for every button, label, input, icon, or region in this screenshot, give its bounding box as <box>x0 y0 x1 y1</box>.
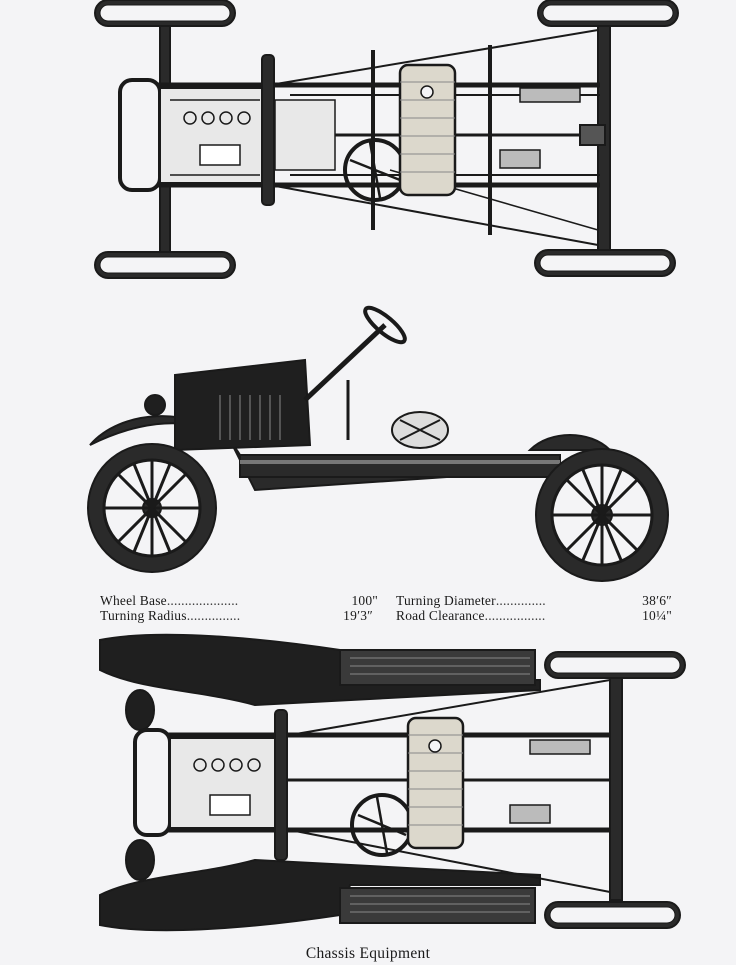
spec-turning-diameter: Turning Diameter.............. <box>396 593 546 608</box>
car-side-view-illustration <box>87 305 669 582</box>
spec-dots: ................. <box>484 608 546 623</box>
specifications-block: Wheel Base.................... 100" Turn… <box>100 593 680 625</box>
chassis-top-view-illustration <box>94 0 679 279</box>
figure-caption: Chassis Equipment <box>305 945 431 962</box>
spec-value-road-clearance: 10¼" <box>642 608 672 623</box>
spec-value-wheel-base: 100" <box>351 593 378 608</box>
spec-value-turning-diameter: 38′6″ <box>642 593 672 608</box>
chassis-underside-view-illustration <box>99 633 686 932</box>
spec-road-clearance: Road Clearance................. <box>396 608 545 623</box>
spec-dots: ............... <box>186 608 241 623</box>
spec-turning-radius: Turning Radius............... <box>100 608 240 623</box>
spec-dots: .................... <box>166 593 239 608</box>
spec-wheel-base: Wheel Base.................... <box>100 593 238 608</box>
spec-label: Road Clearance <box>396 608 485 623</box>
spec-label: Turning Diameter <box>396 593 496 608</box>
spec-dots: .............. <box>495 593 546 608</box>
spec-label: Turning Radius <box>100 608 187 623</box>
spec-value-turning-radius: 19′3″ <box>343 608 373 623</box>
spec-label: Wheel Base <box>100 593 167 608</box>
